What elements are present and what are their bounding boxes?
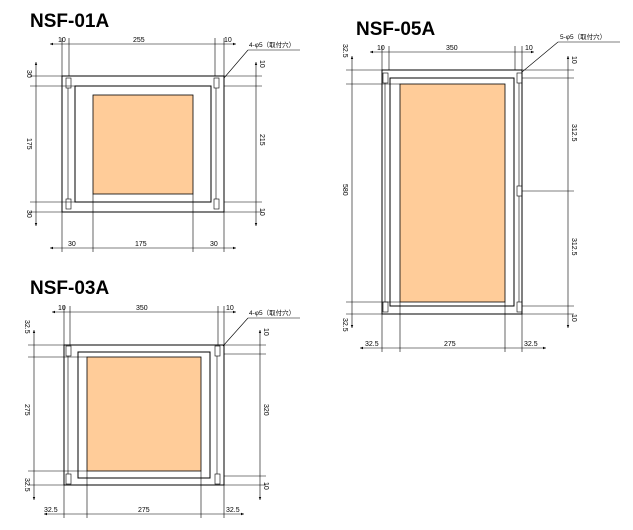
mount-hole-note: 4-φ5（取付穴） [249, 40, 295, 49]
filter-panel [92, 94, 194, 195]
drawing-nsf01a: NSF-01A 10 255 10 4-φ5（取付穴） 30 175 30 [25, 11, 300, 252]
mount-hole [213, 77, 220, 89]
drawing-title: NSF-03A [30, 278, 109, 299]
dim-label: 350 [136, 305, 148, 312]
dim-label: 10 [262, 328, 269, 336]
dim-label: 32.5 [341, 44, 348, 58]
drawing-nsf05a: NSF-05A 10 350 10 5-φ5（取付穴） 32.5 580 32.… [341, 19, 620, 352]
dim-label: 32.5 [44, 507, 58, 514]
dim-label: 30 [25, 210, 32, 218]
drawing-title: NSF-05A [356, 19, 435, 40]
mount-hole [65, 198, 72, 210]
dim-label: 32.5 [23, 320, 30, 334]
dim-label: 350 [446, 45, 458, 52]
mount-hole [65, 345, 72, 357]
mount-hole [382, 301, 389, 313]
dim-label: 10 [525, 45, 533, 52]
dim-label: 10 [224, 37, 232, 44]
dim-label: 255 [133, 37, 145, 44]
dim-label: 275 [444, 341, 456, 348]
dim-label: 30 [68, 241, 76, 248]
dim-label: 580 [341, 184, 348, 196]
mount-hole [516, 301, 523, 313]
dim-label: 32.5 [23, 478, 30, 492]
mount-hole [382, 72, 389, 84]
dim-label: 10 [570, 314, 577, 322]
dim-label: 32.5 [226, 507, 240, 514]
mount-hole-note: 5-φ5（取付穴） [560, 32, 606, 41]
dim-label: 215 [258, 134, 265, 146]
dim-label: 32.5 [524, 341, 538, 348]
dim-label: 312.5 [570, 124, 577, 142]
dim-label: 10 [262, 482, 269, 490]
mount-hole-note: 4-φ5（取付穴） [249, 308, 295, 317]
drawing-title: NSF-01A [30, 11, 109, 32]
inner-frame [389, 77, 515, 307]
inner-frame [77, 351, 211, 479]
drawing-nsf03a: NSF-03A 10 350 10 4-φ5（取付穴） 32.5 275 32.… [23, 278, 300, 518]
dim-label: 10 [58, 37, 66, 44]
filter-panel [399, 83, 506, 303]
dim-label: 275 [138, 507, 150, 514]
dim-label: 32.5 [365, 341, 379, 348]
dim-label: 10 [377, 45, 385, 52]
dim-label: 175 [25, 138, 32, 150]
outer-frame [61, 75, 225, 213]
dim-label: 10 [258, 208, 265, 216]
dim-label: 10 [570, 56, 577, 64]
mount-hole [214, 345, 221, 357]
mount-hole [516, 72, 523, 84]
mount-hole [65, 473, 72, 485]
dim-label: 30 [210, 241, 218, 248]
dim-label: 312.5 [570, 238, 577, 256]
filter-panel [86, 356, 202, 472]
mount-hole [65, 77, 72, 89]
dim-label: 10 [58, 305, 66, 312]
mount-hole [214, 473, 221, 485]
mount-hole [213, 198, 220, 210]
dim-label: 275 [23, 404, 30, 416]
inner-frame [74, 85, 212, 203]
mount-hole [516, 185, 523, 197]
dim-label: 10 [226, 305, 234, 312]
dim-label: 10 [258, 60, 265, 68]
dim-label: 175 [135, 241, 147, 248]
outer-frame [63, 344, 225, 486]
dim-label: 320 [262, 404, 269, 416]
dim-label: 30 [25, 70, 32, 78]
dim-label: 32.5 [341, 318, 348, 332]
